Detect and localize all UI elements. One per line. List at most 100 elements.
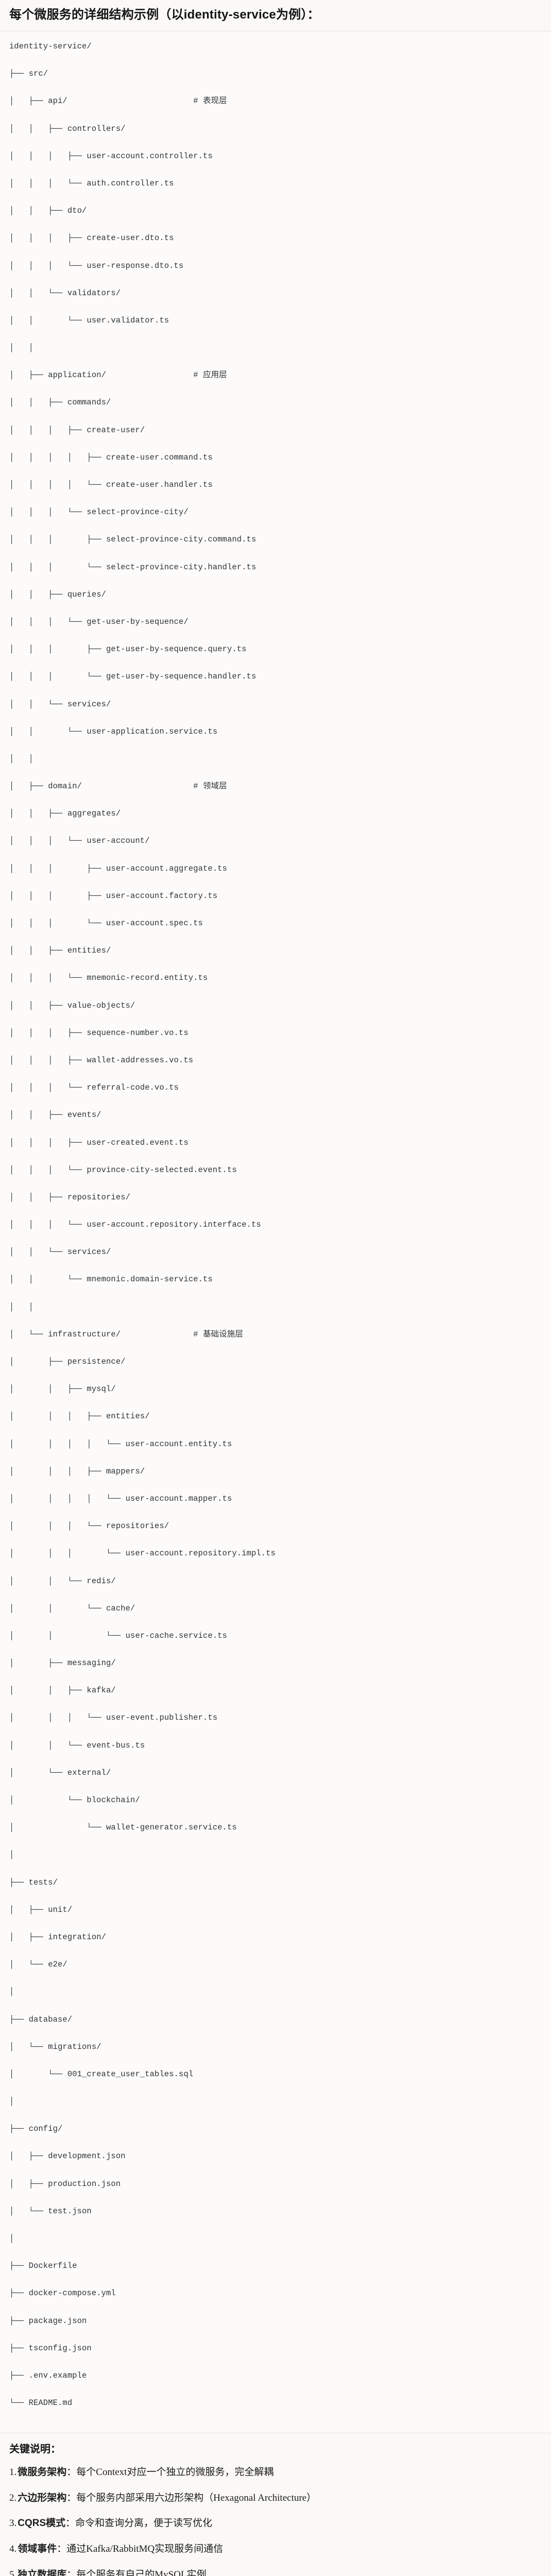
key-note-description: 通过Kafka/RabbitMQ实现服务间通信 [66,2544,223,2554]
tree-line: │ │ └── redis/ [9,1574,542,1588]
key-note-item: 1.微服务架构：每个Context对应一个独立的微服务，完全解耦 [9,2465,542,2480]
tree-line: ├── config/ [9,2122,542,2136]
tree-line: │ ├── api/ # 表现层 [9,94,542,108]
tree-line: │ │ └── services/ [9,1245,542,1259]
tree-line: │ └── external/ [9,1766,542,1780]
key-note-item: 5.独立数据库：每个服务有自己的MySQL实例 [9,2568,542,2576]
key-note-term: CQRS模式 [18,2518,65,2529]
key-note-description: 每个Context对应一个独立的微服务，完全解耦 [76,2467,273,2478]
tree-line: │ │ ├── controllers/ [9,122,542,135]
tree-line: │ │ ├── mysql/ [9,1382,542,1396]
key-note-description: 每个服务有自己的MySQL实例 [76,2569,206,2576]
tree-line: │ ├── persistence/ [9,1355,542,1368]
tree-line: │ │ ├── queries/ [9,588,542,601]
tree-line: │ │ │ │ ├── create-user.command.ts [9,451,542,464]
tree-line: ├── tests/ [9,1876,542,1889]
tree-line: │ │ └── validators/ [9,286,542,300]
key-note-separator: ： [65,2518,75,2529]
tree-line: │ │ │ │ └── create-user.handler.ts [9,478,542,492]
tree-line: ├── Dockerfile [9,2259,542,2273]
tree-line: │ │ └── mnemonic.domain-service.ts [9,1273,542,1286]
tree-line: │ │ │ ├── entities/ [9,1410,542,1423]
tree-line: │ ├── domain/ # 领域层 [9,779,542,793]
tree-line: │ │ ├── commands/ [9,396,542,409]
tree-line: │ │ │ └── auth.controller.ts [9,177,542,190]
tree-line: │ │ ├── kafka/ [9,1684,542,1697]
tree-line: │ └── wallet-generator.service.ts [9,1821,542,1834]
tree-line-comment: # 表现层 [193,96,227,106]
directory-tree: identity-service/ ├── src/ │ ├── api/ # … [9,40,542,2424]
tree-line-comment: # 领域层 [193,782,227,791]
tree-line: │ │ │ ├── get-user-by-sequence.query.ts [9,642,542,656]
tree-line: │ └── e2e/ [9,1958,542,1971]
tree-line: │ │ [9,341,542,354]
tree-line: │ │ ├── aggregates/ [9,807,542,820]
tree-line: │ └── 001_create_user_tables.sql [9,2067,542,2081]
tree-line: │ │ [9,752,542,766]
tree-line: │ │ ├── value-objects/ [9,999,542,1012]
tree-line: │ │ [9,1300,542,1314]
tree-line: │ [9,1985,542,1998]
page-title: 每个微服务的详细结构示例（以identity-service为例）： [0,0,551,31]
tree-line: │ │ │ └── get-user-by-sequence/ [9,615,542,629]
key-note-item: 2.六边形架构：每个服务内部采用六边形架构（Hexagonal Architec… [9,2491,542,2505]
key-note-number: 5. [9,2569,16,2576]
tree-line: │ │ │ ├── user-account.controller.ts [9,149,542,163]
tree-line: │ ├── development.json [9,2149,542,2163]
key-note-item: 3.CQRS模式：命令和查询分离，便于读写优化 [9,2516,542,2531]
key-note-term: 领域事件 [18,2544,57,2554]
tree-line: │ [9,1848,542,1861]
tree-line: └── README.md [9,2396,542,2410]
tree-line: │ [9,2095,542,2108]
tree-line: │ │ │ └── user-event.publisher.ts [9,1711,542,1724]
key-note-description: 每个服务内部采用六边形架构（Hexagonal Architecture） [76,2493,316,2503]
tree-line: │ │ │ └── user-account.repository.interf… [9,1218,542,1231]
tree-line: │ ├── unit/ [9,1903,542,1917]
key-note-number: 1. [9,2467,16,2478]
tree-line: │ │ │ ├── wallet-addresses.vo.ts [9,1054,542,1067]
key-note-term: 六边形架构 [18,2493,66,2503]
tree-line-comment: # 基础设施层 [193,1330,243,1339]
tree-line: │ │ ├── entities/ [9,944,542,957]
tree-line: │ │ │ └── mnemonic-record.entity.ts [9,971,542,985]
tree-line: │ └── test.json [9,2205,542,2218]
tree-line: ├── tsconfig.json [9,2342,542,2355]
tree-line: │ │ │ ├── user-account.aggregate.ts [9,862,542,875]
tree-line-comment: # 应用层 [193,370,227,380]
tree-line: │ ├── integration/ [9,1930,542,1944]
tree-line: │ │ ├── events/ [9,1108,542,1122]
tree-line: ├── docker-compose.yml [9,2286,542,2300]
key-note-term: 独立数据库 [18,2569,66,2576]
tree-line: │ └── migrations/ [9,2040,542,2054]
key-note-term: 微服务架构 [18,2467,66,2478]
tree-line: │ │ │ ├── user-account.factory.ts [9,889,542,903]
key-note-separator: ： [66,2493,76,2503]
tree-line: │ │ │ └── user-account/ [9,834,542,848]
tree-line: │ │ │ ├── create-user/ [9,423,542,437]
tree-line: │ │ └── services/ [9,698,542,711]
tree-line: │ │ ├── dto/ [9,204,542,217]
key-note-separator: ： [66,2569,76,2576]
directory-tree-block: identity-service/ ├── src/ │ ├── api/ # … [0,31,551,2433]
tree-line: │ │ │ └── select-province-city/ [9,505,542,519]
directory-tree-lines: identity-service/ ├── src/ │ ├── api/ # … [9,40,542,2410]
tree-line: │ │ └── user.validator.ts [9,314,542,327]
tree-line: │ │ │ └── select-province-city.handler.t… [9,561,542,574]
key-note-item: 4.领域事件：通过Kafka/RabbitMQ实现服务间通信 [9,2542,542,2556]
tree-line: │ ├── messaging/ [9,1656,542,1670]
tree-line: │ ├── production.json [9,2177,542,2191]
tree-line: │ ├── application/ # 应用层 [9,368,542,382]
tree-line: ├── src/ [9,67,542,80]
key-note-separator: ： [66,2467,76,2478]
tree-line: │ │ │ ├── create-user.dto.ts [9,231,542,245]
key-note-number: 2. [9,2493,16,2503]
key-notes-heading: 关键说明： [9,2443,542,2456]
tree-line: │ │ │ ├── user-created.event.ts [9,1136,542,1149]
tree-line: │ │ │ ├── sequence-number.vo.ts [9,1026,542,1040]
tree-line: │ │ │ └── user-account.spec.ts [9,917,542,930]
tree-line: │ │ │ └── province-city-selected.event.t… [9,1163,542,1177]
tree-line: │ │ │ └── get-user-by-sequence.handler.t… [9,670,542,683]
tree-line: │ │ │ │ └── user-account.mapper.ts [9,1492,542,1505]
tree-line: │ │ └── user-application.service.ts [9,725,542,738]
